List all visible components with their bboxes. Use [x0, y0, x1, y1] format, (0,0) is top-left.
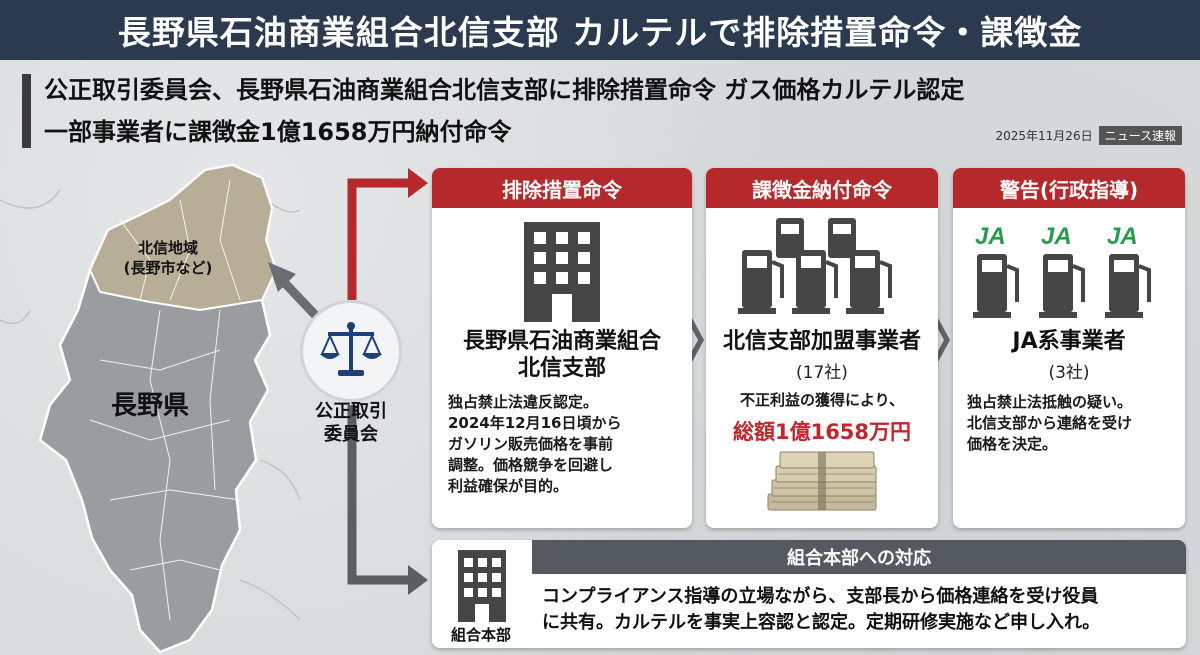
hokushin-region-label: 北信地域 (長野市など)	[108, 238, 228, 278]
page-title: 長野県石油商業組合北信支部 カルテルで排除措置命令・課徴金	[0, 0, 1200, 60]
ja-logo: JA	[1041, 223, 1072, 250]
subhead-accent-bar	[22, 74, 31, 148]
card3-body-line: 価格を決定。	[967, 435, 1058, 453]
card-cease-and-desist-title-2: 北信支部	[517, 356, 606, 381]
card-hq-response-header: 組合本部への対応	[532, 540, 1186, 574]
ja-logo: JA	[1107, 223, 1138, 250]
ja-logo-icon: JA JA JA	[967, 216, 1171, 330]
nagano-map-shape	[0, 163, 300, 654]
red-arrowhead	[408, 168, 428, 198]
gray-arrow-line	[347, 405, 410, 585]
jftc-label-line-1: 公正取引	[315, 401, 387, 422]
card1-body-line: ガソリン販売価格を事前	[448, 435, 614, 453]
news-tag: ニュース速報	[1098, 126, 1182, 145]
hq-label: 組合本部	[450, 626, 511, 644]
subhead-line-1: 公正取引委員会、長野県石油商業組合北信支部に排除措置命令 ガス価格カルテル認定	[44, 76, 965, 104]
jftc-emblem	[300, 300, 402, 402]
card-surcharge-header: 課徴金納付命令	[706, 168, 938, 208]
card1-body-line: 調整。価格競争を回避し	[448, 456, 614, 474]
subheadline: 公正取引委員会、長野県石油商業組合北信支部に排除措置命令 ガス価格カルテル認定 …	[22, 70, 1182, 154]
map-arrowhead	[268, 262, 296, 292]
card-surcharge-body: 不正利益の獲得により、	[739, 391, 905, 409]
card-warning-body: 独占禁止法抵触の疑い。 北信支部から連絡を受け 価格を決定。	[967, 392, 1177, 455]
card-surcharge-title: 北信支部加盟事業者	[722, 329, 921, 354]
hq-building-icon	[450, 548, 514, 628]
card1-body-line: 2024年12月16日頃から	[448, 414, 622, 432]
card-surcharge-count: (17社)	[796, 363, 848, 383]
hq-text-line-2: に共有。カルテルを事実上容認と認定。定期研修実施など申し入れ。	[542, 612, 1101, 633]
money-stack-icon	[764, 450, 880, 520]
card-hq-response: 組合本部への対応 組合本部 コンプライアンス指導の立場ながら、支部長から価格連絡…	[432, 540, 1186, 648]
chevron-1	[686, 318, 704, 362]
red-arrow-line	[347, 178, 410, 300]
hq-text-line-1: コンプライアンス指導の立場ながら、支部長から価格連絡を受け役員	[542, 586, 1099, 607]
card-cease-and-desist-header: 排除措置命令	[432, 168, 692, 208]
jftc-label: 公正取引 委員会	[300, 400, 402, 446]
card-warning: 警告(行政指導) JA JA JA	[953, 168, 1185, 528]
card-cease-and-desist-title: 長野県石油商業組合 北信支部	[432, 328, 692, 382]
nagano-label: 長野県	[110, 391, 189, 421]
jftc-label-line-2: 委員会	[324, 424, 378, 445]
building-icon	[492, 216, 632, 328]
card-warning-header: 警告(行政指導)	[953, 168, 1185, 208]
subhead-line-2: 一部事業者に課徴金1億1658万円納付命令	[44, 118, 512, 146]
hokushin-region-note: (長野市など)	[123, 259, 213, 277]
hq-response-text: コンプライアンス指導の立場ながら、支部長から価格連絡を受け役員 に共有。カルテル…	[542, 584, 1172, 636]
card3-body-line: 北信支部から連絡を受け	[967, 414, 1133, 432]
ja-logo: JA	[975, 223, 1006, 250]
surcharge-amount: 総額1億1658万円	[732, 420, 912, 444]
hokushin-region-name: 北信地域	[137, 239, 198, 257]
fuel-pump-icon	[736, 214, 908, 328]
gray-arrowhead	[408, 565, 428, 595]
card-warning-title: JA系事業者	[1012, 329, 1126, 354]
card-warning-count: (3社)	[1048, 363, 1090, 383]
card1-body-line: 独占禁止法違反認定。	[448, 393, 599, 411]
nagano-map: 北信地域 (長野市など) 長野県	[0, 160, 300, 655]
card3-body-line: 独占禁止法抵触の疑い。	[967, 393, 1133, 411]
chevron-2	[932, 318, 950, 362]
card1-body-line: 利益確保が目的。	[448, 477, 569, 495]
card-cease-and-desist-body: 独占禁止法違反認定。 2024年12月16日頃から ガソリン販売価格を事前 調整…	[448, 392, 682, 497]
publish-date: 2025年11月26日	[995, 129, 1093, 143]
map-arrow-line	[278, 276, 322, 322]
card-cease-and-desist-title-1: 長野県石油商業組合	[462, 329, 661, 354]
scales-icon	[320, 322, 382, 376]
publish-meta: 2025年11月26日 ニュース速報	[995, 126, 1182, 145]
card-cease-and-desist: 排除措置命令 長野県石油商業組合 北信支部 独占禁止法違反認定。 2024年12…	[432, 168, 692, 528]
card-surcharge: 課徴金納付命令	[706, 168, 938, 528]
